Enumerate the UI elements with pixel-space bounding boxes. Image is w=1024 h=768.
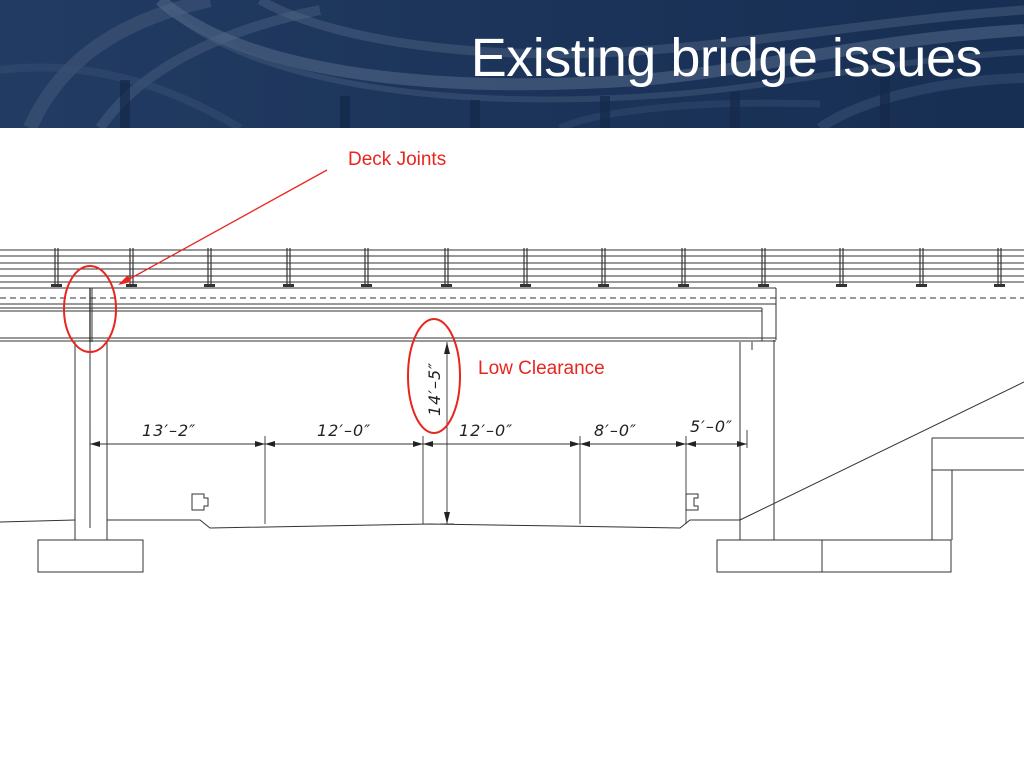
dim-span-2: 12′–0″: [317, 421, 371, 440]
highway-interchange-photo: [0, 0, 1024, 128]
bridge-railing: [0, 248, 1024, 287]
slide-title: Existing bridge issues: [470, 28, 983, 88]
dim-span-3: 12′–0″: [459, 421, 513, 440]
bridge-deck: [0, 287, 1024, 342]
dim-span-5: 5′–0″: [690, 417, 733, 436]
arrowhead-icon: [118, 275, 131, 285]
dim-span-1: 13′–2″: [142, 421, 196, 440]
annotation-low-clearance: Low Clearance: [407, 318, 605, 434]
deck-joints-label: Deck Joints: [348, 149, 446, 170]
header-banner: Existing bridge issues: [0, 0, 1024, 128]
left-pier: [37, 342, 144, 573]
low-clearance-label: Low Clearance: [478, 358, 605, 379]
right-abutment: [716, 340, 1024, 573]
dim-span-4: 8′–0″: [594, 421, 637, 440]
bridge-elevation-drawing: 13′–2″ 12′–0″ 12′–0″ 8′–0″ 5′–0″ 14′–5″ …: [0, 149, 1024, 573]
deck-joint-highlight-circle: [63, 265, 117, 353]
annotation-deck-joints: Deck Joints: [63, 149, 446, 353]
roadway-ground: [0, 493, 740, 529]
dim-clearance: 14′–5″: [425, 362, 444, 416]
dimension-arrows: [90, 342, 747, 524]
clearance-highlight-circle: [407, 318, 461, 434]
deck-joint-leader-arrow: [123, 169, 328, 283]
